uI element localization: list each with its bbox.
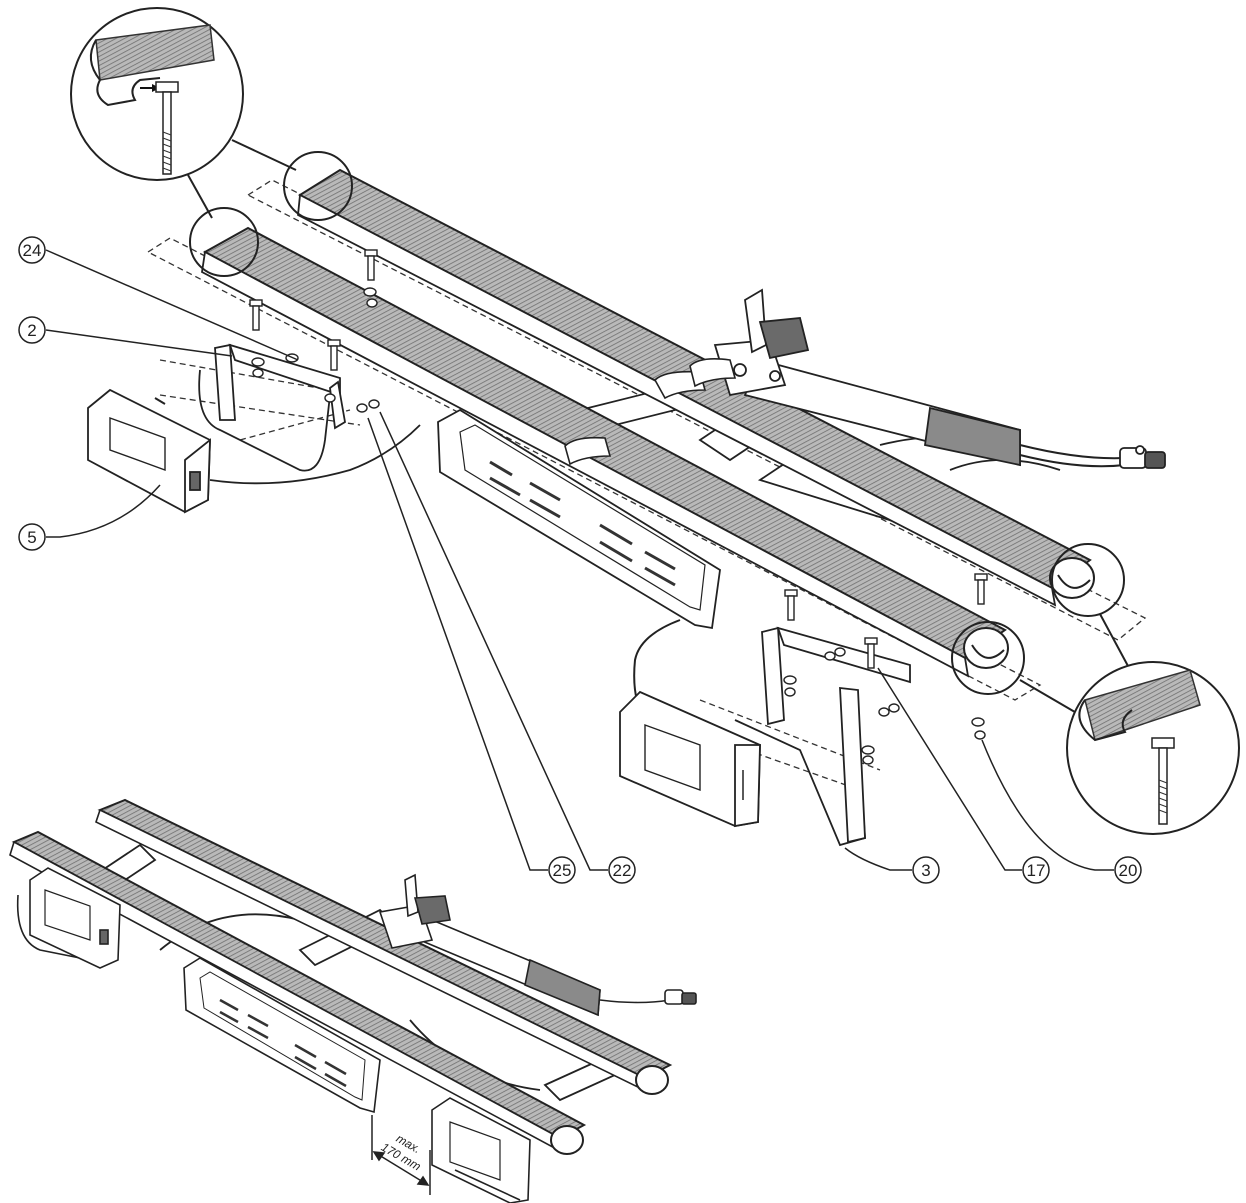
callout-label-17: 17 [1027,861,1046,880]
callout-3: 3 [844,847,940,884]
callout-22: 22 [379,411,636,884]
washers-nuts [251,287,986,765]
callout-2: 2 [18,316,233,357]
callout-label-2: 2 [27,321,36,340]
callout-25: 25 [367,417,576,884]
assembled-coupling-handle [378,873,697,1017]
assembled-rear-rail [95,798,673,1095]
right-bracket [734,626,911,847]
license-plate-holder [437,408,721,711]
detail-magnifier-top [70,7,244,181]
left-tail-lamp [87,388,421,514]
callout-24: 24 [18,236,299,361]
detail-marker-circles [189,151,1125,695]
callout-5: 5 [18,484,161,551]
assembled-left-lamp [16,867,121,969]
assembled-right-lamp [431,1097,531,1203]
assembled-front-rail [9,830,587,1155]
assembled-license-plate [183,957,381,1114]
callout-label-20: 20 [1119,861,1138,880]
dimension-indicator [371,1115,431,1195]
rail-sleeves [564,358,737,466]
detail-magnifier-bottom [1066,661,1240,835]
callout-20: 20 [981,739,1142,884]
mounting-bolts [249,249,988,669]
magnifier-leader-lines-top [187,139,297,219]
magnifier-leader-lines-bottom [1019,613,1129,716]
callout-label-25: 25 [553,861,572,880]
left-bracket [198,343,346,472]
callout-label-5: 5 [27,528,36,547]
callout-label-22: 22 [613,861,632,880]
coupling-handle-arm [713,288,1166,469]
callout-label-3: 3 [921,861,930,880]
assembled-view: max. 170 mm [9,798,697,1203]
callout-17: 17 [877,667,1050,884]
callout-label-24: 24 [23,241,42,260]
right-tail-lamp [619,690,761,828]
